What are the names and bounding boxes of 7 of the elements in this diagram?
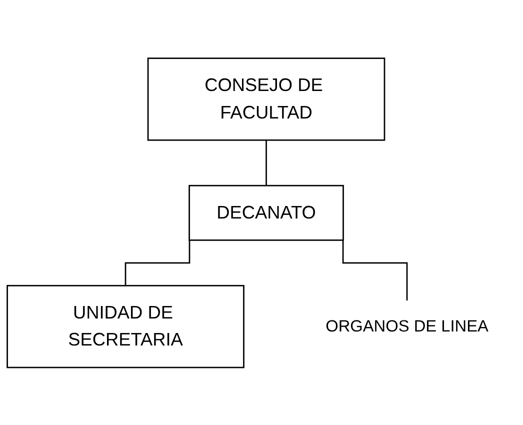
connector	[342, 240, 408, 301]
node-box: DECANATO	[188, 184, 344, 240]
node-box: CONSEJO DE FACULTAD	[147, 57, 386, 140]
connector	[124, 240, 190, 286]
node-text: ORGANOS DE LINEA	[326, 316, 488, 335]
node-box: UNIDAD DE SECRETARIA	[6, 284, 244, 368]
connector	[266, 140, 267, 186]
